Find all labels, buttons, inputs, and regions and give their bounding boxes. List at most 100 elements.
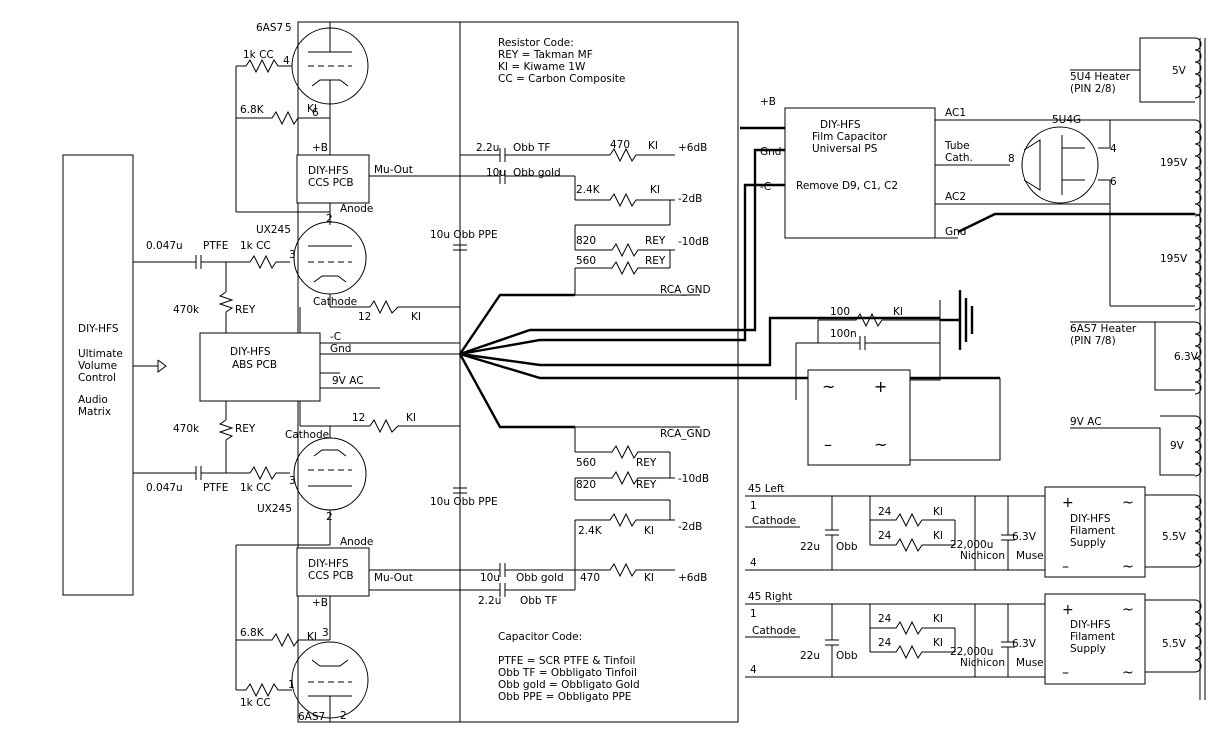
board-title: Supply <box>1070 643 1106 655</box>
resistor-label: 470 <box>580 572 600 584</box>
resistor-560 <box>575 444 670 460</box>
resistor-label: 2.4K <box>578 525 603 537</box>
resistor-label: 12 <box>358 311 371 323</box>
pin-label: Anode <box>340 536 373 548</box>
pin-label: Cathode <box>752 515 796 527</box>
winding-label: 5U4 Heater <box>1070 71 1131 83</box>
winding-voltage: 5.5V <box>1162 531 1187 543</box>
ccs-pcb-top <box>296 154 370 204</box>
ac-symbol: ~ <box>1122 559 1134 575</box>
board-title: CCS PCB <box>308 570 354 582</box>
capacitor-0047u-bottom <box>190 466 250 480</box>
capacitor-label: 10u Obb PPE <box>430 229 498 241</box>
pin-label: 2 <box>326 511 333 523</box>
capacitor-code-line: Obb gold = Obbligato Gold <box>498 679 640 691</box>
pin-label: 6 <box>1110 176 1117 188</box>
tap-label: -10dB <box>678 473 709 485</box>
resistor-470 <box>609 147 675 163</box>
board-title: DIY-HFS <box>308 558 349 570</box>
pin-label: 3 <box>289 475 296 487</box>
ac-symbol: ~ <box>1122 602 1134 618</box>
tube-label: 6AS7 <box>298 711 325 723</box>
tap-label: +6dB <box>678 142 707 154</box>
volume-control-line: Control <box>78 372 116 384</box>
capacitor-type: Obb gold <box>513 167 561 179</box>
capacitor-type: Obb gold <box>516 572 564 584</box>
ps-board <box>784 107 936 239</box>
capacitor-label: 22,000u <box>950 646 993 658</box>
volume-control-line: Matrix <box>78 406 111 418</box>
volume-control-line: Volume <box>78 360 117 372</box>
resistor-6-8k <box>236 110 330 126</box>
pin-label: 1 <box>750 608 757 620</box>
board-title: DIY-HFS <box>1070 619 1111 631</box>
tap-label: -10dB <box>678 236 709 248</box>
pin-label: 3 <box>322 627 329 639</box>
resistor-470k <box>218 291 234 313</box>
minus-symbol: – <box>1062 559 1069 575</box>
filament-supply-bottom <box>1044 593 1146 685</box>
resistor-560 <box>575 260 670 276</box>
board-title: Filament <box>1070 631 1115 643</box>
capacitor-voltage: 6.3V <box>1012 531 1037 543</box>
pin-label: +B <box>312 597 328 609</box>
resistor-label: 560 <box>576 255 596 267</box>
resistor-24 <box>870 512 955 528</box>
winding-voltage: 6.3V <box>1174 351 1199 363</box>
capacitor-type: PTFE <box>203 240 228 252</box>
pin-label: 4 <box>283 55 290 67</box>
resistor-2-4k <box>575 192 675 208</box>
capacitor-label: 22,000u <box>950 539 993 551</box>
capacitor-type: Nichicon <box>960 657 1005 669</box>
filament-supply-top <box>1044 486 1146 578</box>
capacitor-label: 22u <box>800 650 820 662</box>
resistor-24 <box>870 620 955 636</box>
board-title: Filament <box>1070 525 1115 537</box>
earth-ground-icon <box>940 290 974 350</box>
capacitor-type: Nichicon <box>960 550 1005 562</box>
abs-pcb <box>199 332 321 402</box>
resistor-type: KI <box>307 631 317 643</box>
board-title: Universal PS <box>812 143 878 155</box>
pin-label: 9V AC <box>332 375 364 387</box>
pin-label: Tube <box>944 140 970 152</box>
resistor-1k <box>249 465 290 481</box>
resistor-label: 560 <box>576 457 596 469</box>
winding-coil <box>1194 415 1202 477</box>
pin-label: Gnd <box>945 226 966 238</box>
winding-coil <box>1194 119 1202 217</box>
resistor-type: KI <box>644 572 654 584</box>
pin-label: 1 <box>750 500 757 512</box>
resistor-type: KI <box>933 530 943 542</box>
resistor-code-line: CC = Carbon Composite <box>498 73 625 85</box>
winding-coil <box>1194 599 1202 673</box>
resistor-label: 6.8K <box>240 104 265 116</box>
ac-symbol: ~ <box>874 435 887 454</box>
resistor-820 <box>575 242 675 258</box>
capacitor-type: Obb <box>836 541 858 553</box>
minus-symbol: – <box>824 435 832 454</box>
resistor-type: REY <box>636 479 657 491</box>
winding-label: (PIN 2/8) <box>1070 83 1116 95</box>
tap-label: +6dB <box>678 572 707 584</box>
winding-label: 9V AC <box>1070 416 1102 428</box>
resistor-470k <box>218 419 234 441</box>
input-arrow-icon <box>133 359 167 373</box>
capacitor-label: 10u Obb PPE <box>430 496 498 508</box>
tube-label: 6AS7 <box>256 22 283 34</box>
tap-label: -2dB <box>678 193 702 205</box>
pin-label: Anode <box>340 203 373 215</box>
board-title: Film Capacitor <box>812 131 888 143</box>
winding-coil <box>1194 321 1202 395</box>
pin-label: 8 <box>1008 153 1015 165</box>
winding-voltage: 5V <box>1172 65 1187 77</box>
resistor-1k <box>249 254 290 270</box>
section-title: 45 Left <box>748 483 784 495</box>
resistor-label: 24 <box>878 530 892 542</box>
pin-label: Cathode <box>752 625 796 637</box>
resistor-470 <box>575 562 675 578</box>
pin-label: 4 <box>750 664 757 676</box>
tap-label: -2dB <box>678 521 702 533</box>
board-title: DIY-HFS <box>820 119 861 131</box>
capacitor-code-line: Obb PPE = Obbligato PPE <box>498 691 631 703</box>
